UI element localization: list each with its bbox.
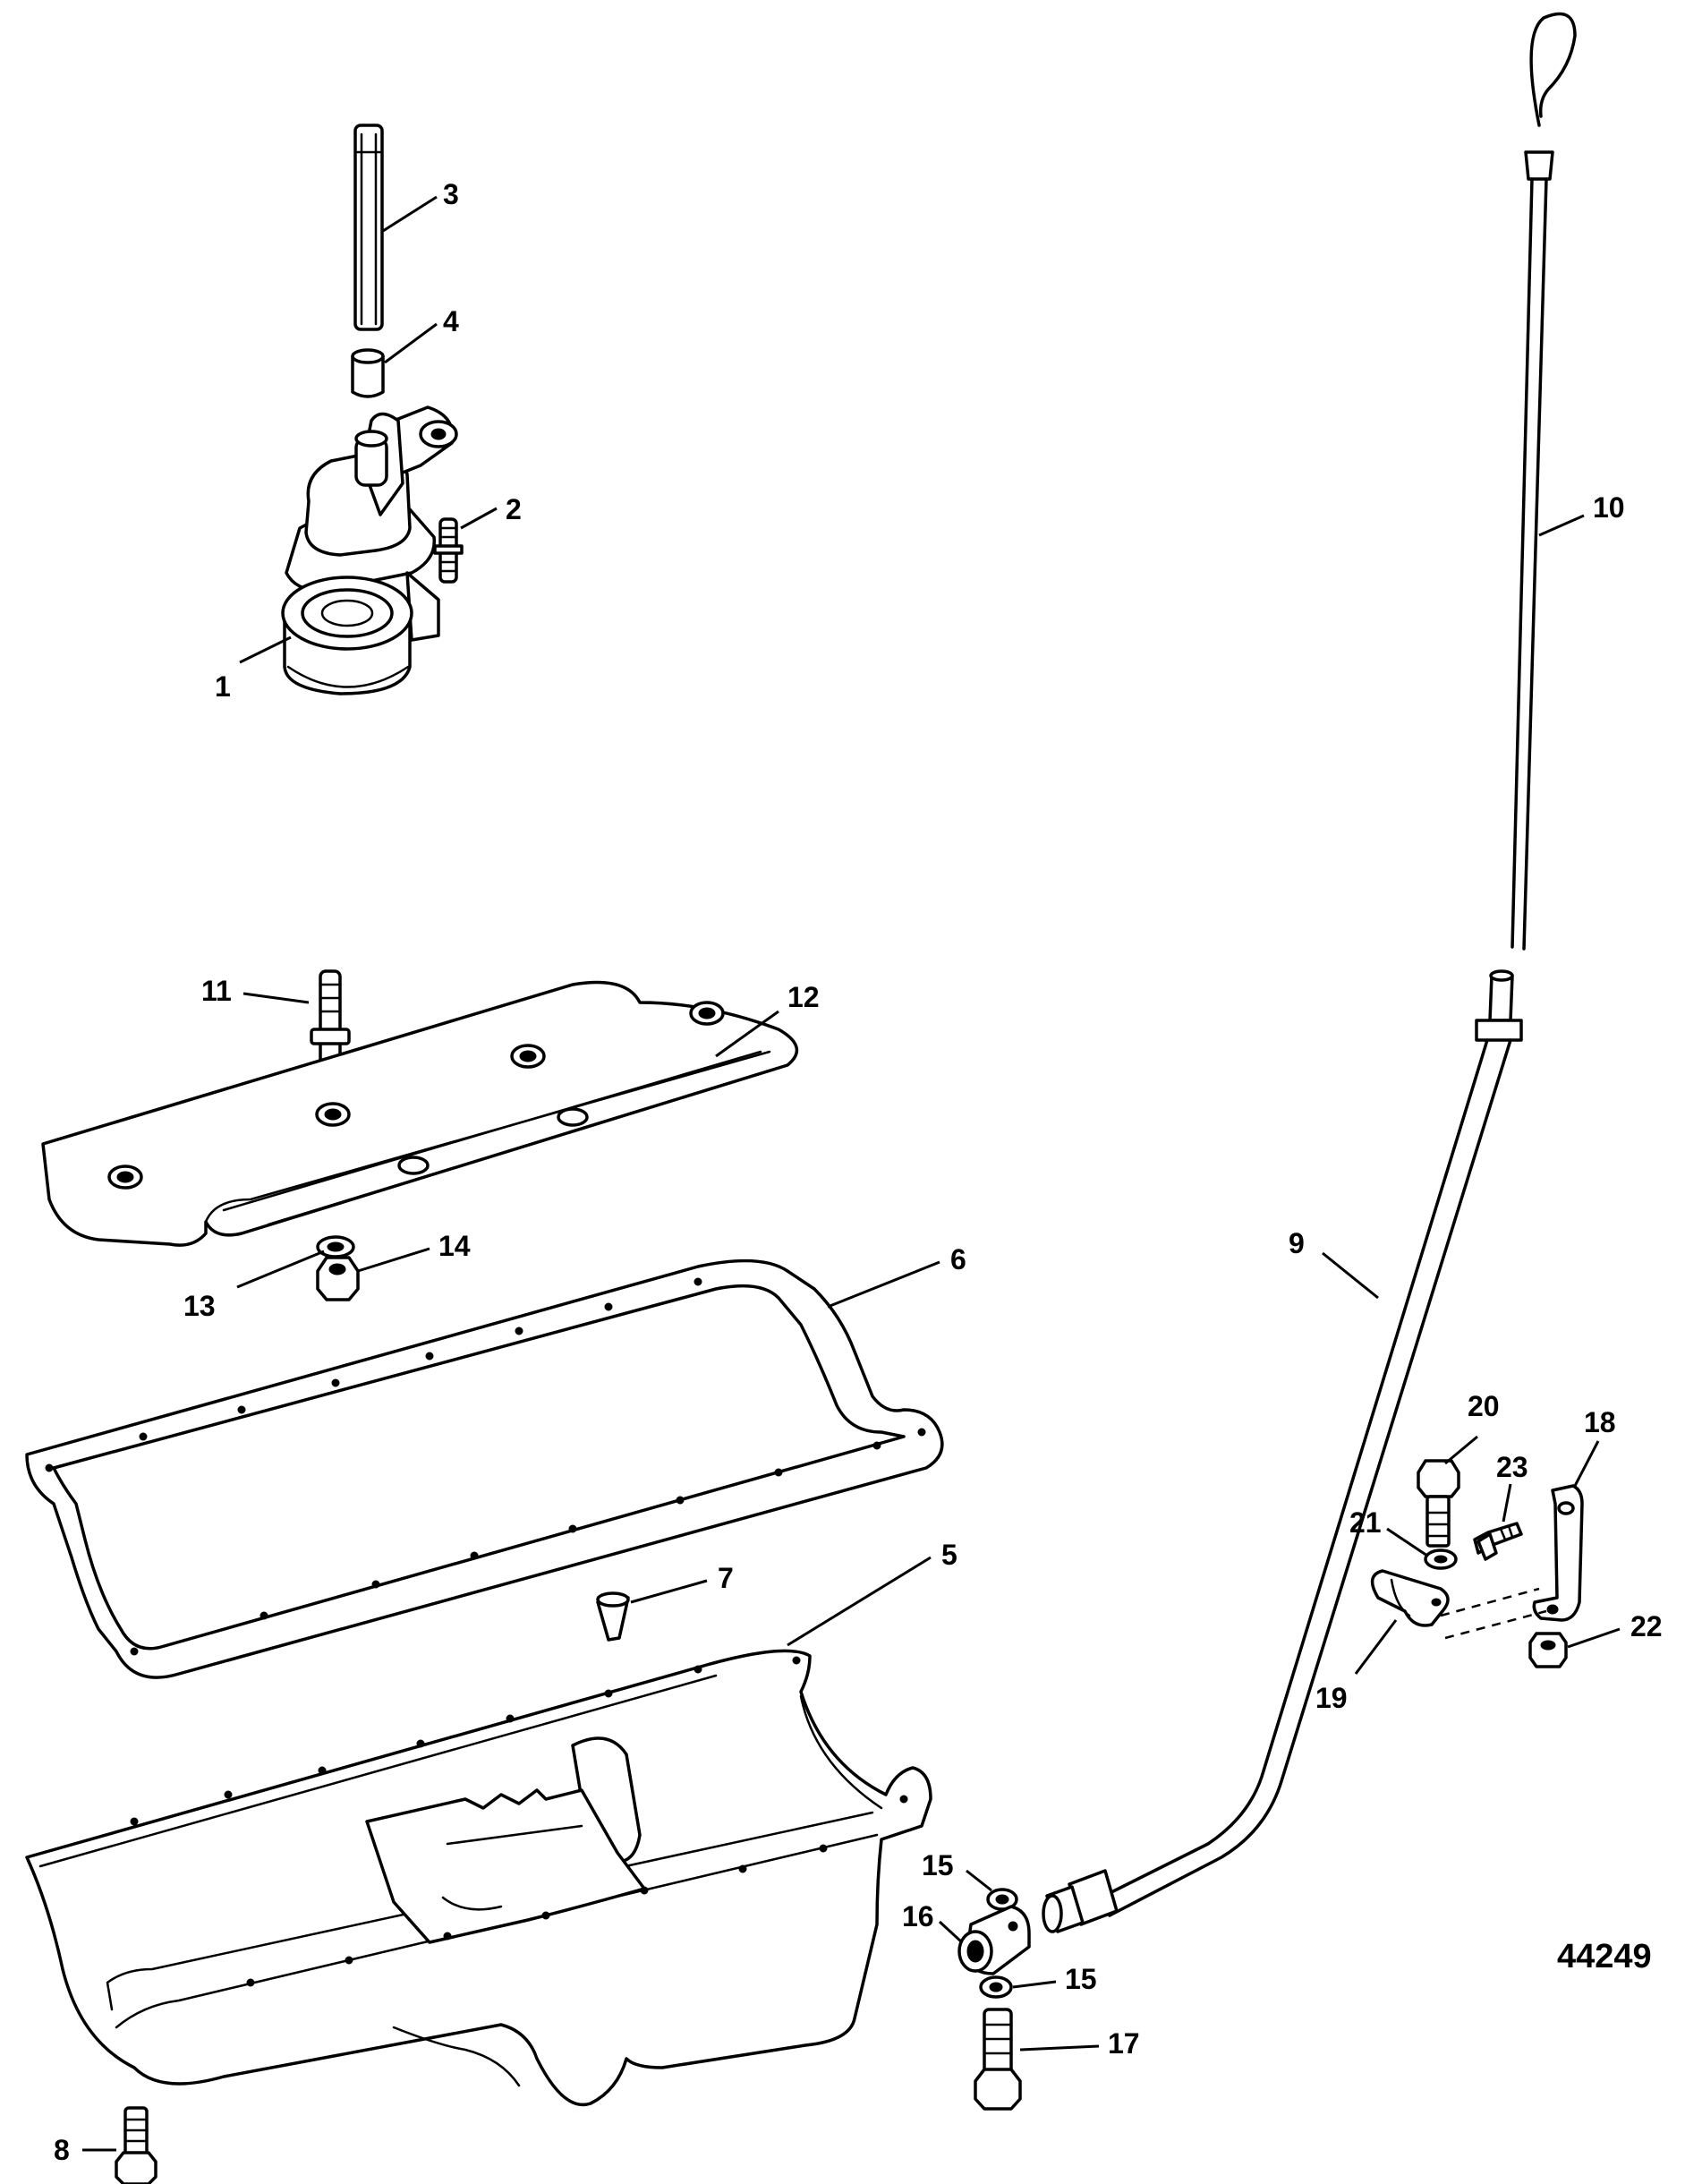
bracket-nut-part [1528,1632,1568,1668]
adapter-part [957,1905,1031,1975]
callout-4: 4 [443,305,459,337]
pan-bolt-holes [130,1656,908,1987]
oil-pump-part [281,405,458,695]
drain-plug-part [596,1591,630,1642]
callout-3: 3 [443,178,459,210]
figure-number: 44249 [1557,1938,1652,1975]
shaft-sleeve-part [351,348,385,398]
baffle-nut-part [316,1256,360,1301]
dipstick-part [1511,12,1577,951]
callout-5: 5 [941,1539,957,1571]
gasket-bolt-holes [45,1277,926,1656]
callout-8: 8 [54,2134,70,2166]
pan-gasket-part [25,1258,944,1679]
callout-20: 20 [1468,1390,1500,1422]
assembly-dashed-lines [1440,1587,1547,1640]
callout-13: 13 [183,1290,216,1322]
sealing-washer-lower-part [979,1975,1013,1999]
callout-10: 10 [1593,491,1625,524]
drive-shaft-part [353,124,384,331]
clip-part [1370,1569,1450,1627]
callout-12: 12 [787,981,820,1013]
callout-23: 23 [1496,1451,1528,1483]
callout-1: 1 [215,670,231,703]
callout-15a: 15 [922,1849,954,1881]
callout-14: 14 [438,1230,471,1262]
bracket-bolt-part [1417,1459,1460,1548]
callout-2: 2 [506,493,522,525]
sealing-washer-upper-part [986,1888,1018,1911]
callout-16: 16 [902,1900,934,1932]
callout-22: 22 [1630,1610,1663,1642]
leader-lines [82,195,1621,2152]
clip-screw-part [1473,1522,1523,1561]
bracket-washer-part [1424,1548,1458,1570]
callout-labels: 1 2 3 4 5 6 7 8 9 10 11 12 13 14 15 15 1… [54,178,1663,2166]
pan-bolt-part [115,2106,157,2184]
oil-pan-part [25,1649,932,2107]
callout-6: 6 [950,1243,966,1275]
baffle-part [41,980,799,1247]
callout-21: 21 [1349,1506,1382,1539]
dipstick-tube-part [1042,969,1523,1933]
callout-11: 11 [201,975,232,1007]
callout-17: 17 [1108,2027,1140,2060]
callout-9: 9 [1289,1227,1305,1259]
baffle-washer-part [316,1235,355,1258]
bracket-part [1532,1484,1584,1622]
adapter-bolt-part [974,2008,1022,2111]
callout-7: 7 [718,1562,734,1594]
callout-15b: 15 [1065,1963,1097,1995]
callout-19: 19 [1315,1682,1348,1714]
pump-stud-part [433,517,464,584]
callout-18: 18 [1584,1406,1616,1438]
